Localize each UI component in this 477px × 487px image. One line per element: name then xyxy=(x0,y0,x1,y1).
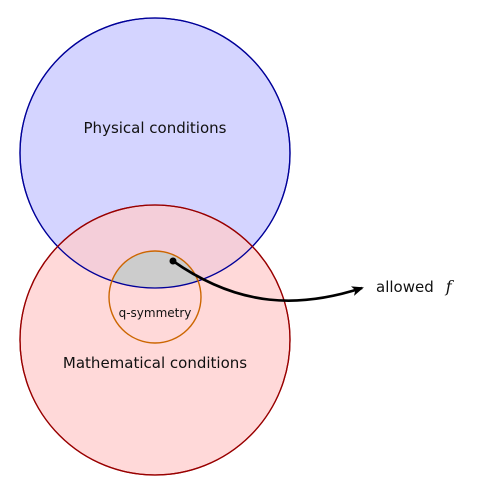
physical-conditions-label: Physical conditions xyxy=(84,119,227,137)
mathematical-conditions-label: Mathematical conditions xyxy=(63,354,247,372)
mathematical-conditions-boundary xyxy=(19,204,291,476)
allowed-label-symbol: f xyxy=(445,277,455,296)
q-symmetry-label: q-symmetry xyxy=(119,306,192,320)
q-symmetry-physical-overlap xyxy=(109,251,201,288)
allowed-f-label: allowed f xyxy=(376,277,455,296)
physical-conditions-boundary xyxy=(19,17,291,289)
q-symmetry-circle xyxy=(108,250,202,344)
mathematical-conditions-circle xyxy=(19,204,291,476)
allowed-label-text: allowed xyxy=(376,278,434,296)
allowed-arrow xyxy=(172,259,364,302)
